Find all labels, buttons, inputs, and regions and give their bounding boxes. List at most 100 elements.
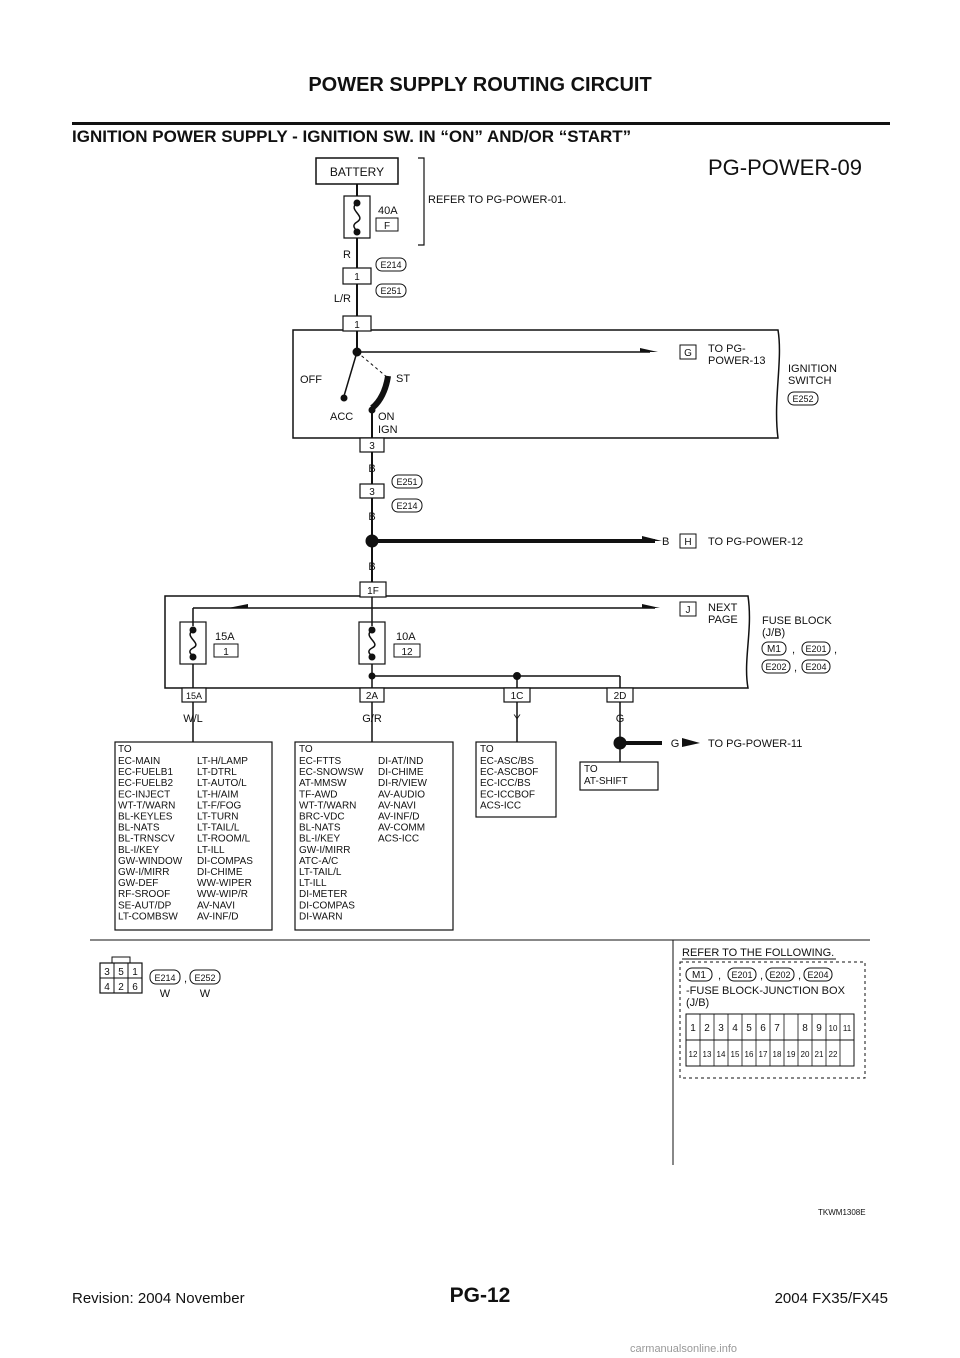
connector-e214-badge-2 (391, 498, 423, 513)
jb-pin: 16 (745, 1050, 754, 1059)
letter-h: H (684, 537, 691, 548)
comma-7: , (798, 970, 801, 982)
dest-1-item: LT-AUTO/L (197, 778, 247, 789)
dest-1-item: GW-DEF (118, 878, 158, 889)
letter-h-box (679, 533, 697, 549)
dest-1-item: BL-KEYLES (118, 812, 173, 823)
dest-2-item: LT-ILL (299, 878, 327, 889)
fuse-15a-element (189, 629, 197, 658)
dest-1-item: LT-H/LAMP (197, 756, 248, 767)
dest-1-item: LT-TAIL/L (197, 823, 240, 834)
dest-3-item: ACS-ICC (480, 800, 521, 811)
jb-pin: 18 (773, 1050, 782, 1059)
connector-e214: E214 (380, 260, 401, 270)
connector-m1-badge-2 (685, 967, 713, 982)
connector-m1-2: M1 (692, 970, 706, 981)
connector-face (99, 956, 143, 994)
dest-2-item: BL-NATS (299, 823, 341, 834)
arrow-g (640, 348, 658, 352)
wire-color-b-1: B (368, 463, 375, 475)
switch-ign: IGN (378, 424, 398, 436)
fusible-link-frame (343, 195, 371, 239)
footer-page-number: PG-12 (449, 1284, 511, 1307)
ignition-pin-3-label: 3 (369, 441, 375, 452)
figure-code: TKWM1308E (818, 1208, 866, 1217)
jb-pin: 21 (815, 1050, 824, 1059)
dest-3-item: EC-ICC/BS (480, 778, 531, 789)
jb-pin: 19 (787, 1050, 796, 1059)
fuse-block-name: FUSE BLOCK (762, 615, 832, 627)
connector-e251-2: E251 (396, 477, 417, 487)
dest-2-item: EC-FTTS (299, 756, 342, 767)
fuse-block-pin-1f (359, 581, 387, 598)
fusible-link-letter-box (375, 217, 399, 232)
jb-pin: 6 (760, 1023, 766, 1034)
fuse-jbox-title: -FUSE BLOCK-JUNCTION BOX (686, 985, 846, 997)
destination-box-1 (114, 741, 273, 931)
wire-color-lr: L/R (334, 293, 351, 305)
dest-1-item: LT-ILL (197, 845, 225, 856)
jb-reference-frame (679, 961, 866, 1079)
dest-1-item: LT-ROOM/L (197, 834, 251, 845)
connector-e214-2: E214 (396, 501, 417, 511)
dest-1-item: AV-NAVI (197, 900, 235, 911)
dest-3-item: EC-ICCBOF (480, 789, 535, 800)
fuse-10a-element (368, 629, 376, 658)
jb-pin: 3 (718, 1023, 724, 1034)
dest-2-item: DI-AT/IND (378, 756, 423, 767)
switch-on: ON (378, 411, 395, 423)
section-title: IGNITION POWER SUPPLY - IGNITION SW. IN … (72, 127, 632, 146)
jb-pin: 20 (801, 1050, 810, 1059)
comma-3: , (794, 662, 797, 674)
face-pin: 6 (132, 982, 138, 993)
dest-1-item: EC-INJECT (118, 789, 170, 800)
dest-2-item: AV-INF/D (378, 812, 419, 823)
fuse-block-jb: (J/B) (762, 627, 785, 639)
fusible-link-rating: 40A (378, 205, 398, 217)
fuse-15a-rating: 15A (215, 631, 235, 643)
connector-e251: E251 (380, 286, 401, 296)
connector-e201: E201 (805, 644, 826, 654)
dest-1-item: LT-TURN (197, 812, 238, 823)
wire-color-y: Y (513, 713, 521, 725)
arrow-left (228, 604, 248, 608)
dest-4-to: TO (584, 764, 598, 775)
ignition-switch-name-2: SWITCH (788, 375, 831, 387)
dest-1-item: BL-I/KEY (118, 845, 159, 856)
dest-1-item: EC-MAIN (118, 756, 160, 767)
connector-e252-2: E252 (194, 973, 215, 983)
dest-2-to: TO (299, 744, 313, 755)
connector-m1-badge (761, 641, 787, 656)
switch-off: OFF (300, 374, 322, 386)
dest-1-item: DI-COMPAS (197, 856, 253, 867)
connector-e202-badge-2 (765, 967, 795, 982)
jb-pin: 1 (690, 1023, 696, 1034)
jb-pin: 4 (732, 1023, 738, 1034)
ignition-switch-name-1: IGNITION (788, 363, 837, 375)
connector-color-1: W (160, 988, 171, 1000)
dest-2-item: AV-NAVI (378, 800, 416, 811)
comma-5: , (718, 970, 721, 982)
wire-color-gr: G/R (362, 713, 382, 725)
dest-1-item: RF-SROOF (118, 889, 170, 900)
dest-2-item: DI-CHIME (378, 767, 424, 778)
dest-2-item: DI-R/VIEW (378, 778, 427, 789)
dest-1-item: WW-WIPER (197, 878, 252, 889)
dest-1-item: EC-FUELB1 (118, 767, 173, 778)
comma-4: , (184, 973, 187, 985)
connector-e252: E252 (792, 394, 813, 404)
wire-color-b-h: B (662, 536, 669, 548)
wire-color-g-2: G (671, 738, 680, 750)
dest-2-item: DI-COMPAS (299, 900, 355, 911)
fuse-10a-rating: 10A (396, 631, 416, 643)
jb-pin: 17 (759, 1050, 768, 1059)
connector-e201-badge (801, 641, 831, 656)
letter-j-box (679, 601, 697, 617)
jb-pin: 8 (802, 1023, 808, 1034)
jb-pin: 10 (829, 1024, 838, 1033)
connector-e204-badge (801, 659, 831, 674)
watermark: carmanualsonline.info (630, 1343, 738, 1355)
dest-2-item: BRC-VDC (299, 812, 345, 823)
dest-3-item: EC-ASCBOF (480, 767, 538, 778)
